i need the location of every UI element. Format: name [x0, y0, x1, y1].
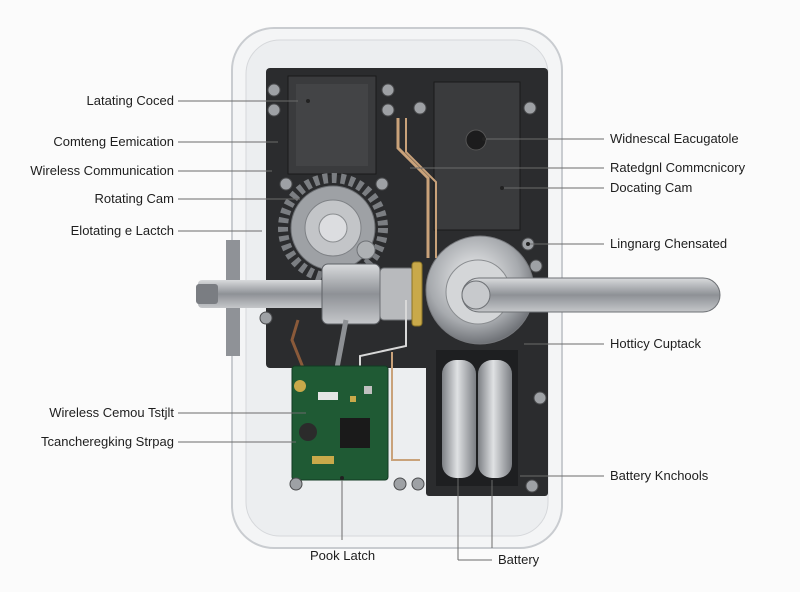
label-elotating-latch: Elotating e Lactch [70, 223, 174, 238]
leader-lines [178, 100, 604, 561]
label-wireless-communication: Wireless Communication [30, 163, 174, 178]
rotating-cam-gear [278, 173, 388, 283]
motor-block [287, 75, 377, 175]
label-widnescal: Widnescal Eacugatole [610, 131, 739, 146]
label-wireless-cemou: Wireless Cemou Tstjlt [49, 405, 174, 420]
label-comteng-eemication: Comteng Eemication [53, 134, 174, 149]
battery-pack [436, 350, 518, 486]
lever-handle [425, 235, 721, 345]
label-ratedgnl: Ratedgnl Commcnicory [610, 160, 746, 175]
circuit-board [291, 365, 389, 481]
label-latating-coced: Latating Coced [86, 93, 174, 108]
label-docating-cam: Docating Cam [610, 180, 693, 195]
label-tcancheregking: Tcancheregking Strpag [41, 434, 174, 449]
control-module [433, 81, 521, 231]
screws [259, 83, 547, 493]
label-lingnarg: Lingnarg Chensated [610, 236, 728, 251]
label-hotticy: Hotticy Cuptack [610, 336, 702, 351]
label-battery-knchools: Battery Knchools [610, 468, 709, 483]
label-pook-latch: Pook Latch [310, 548, 376, 563]
leader-dots [306, 99, 530, 480]
label-battery: Battery [498, 552, 540, 567]
label-rotating-cam: Rotating Cam [94, 191, 174, 206]
